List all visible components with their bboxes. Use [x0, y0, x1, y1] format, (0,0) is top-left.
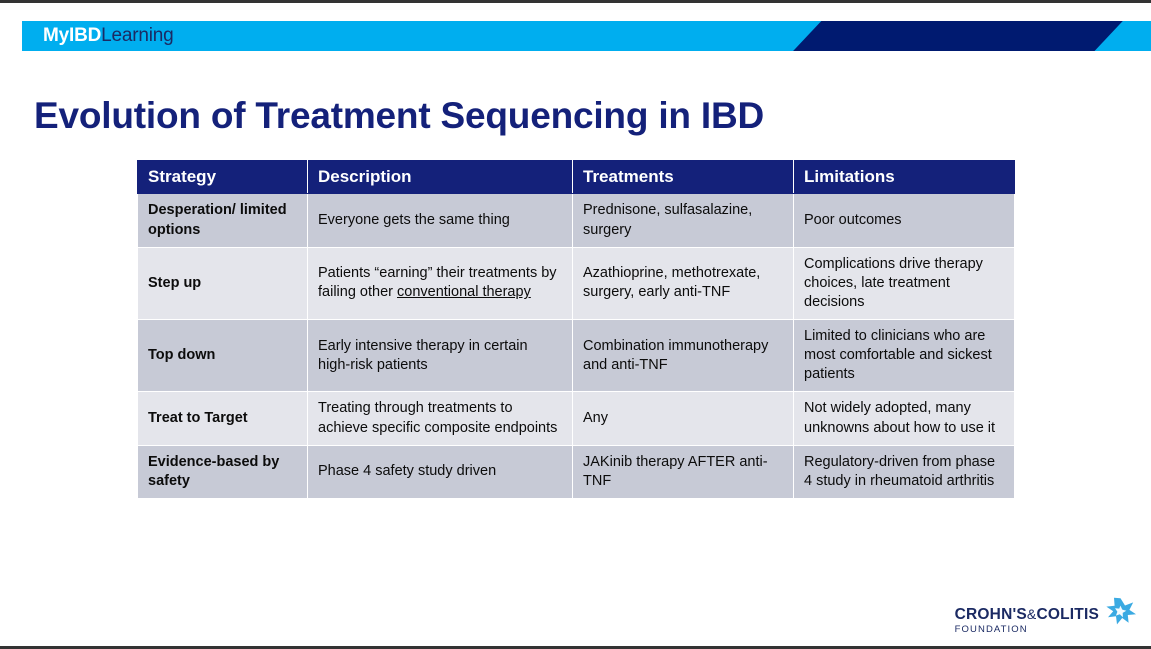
- cell-treatments: Combination immunotherapy and anti-TNF: [572, 319, 794, 393]
- logo-primary-line: CROHN'S&COLITIS: [955, 607, 1099, 623]
- cell-description-text: Patients “earning” their treatments by f…: [318, 265, 557, 301]
- cell-description: Treating through treatments to achieve s…: [307, 391, 573, 446]
- cell-limitations: Regulatory-driven from phase 4 study in …: [793, 444, 1015, 499]
- column-header-treatments: Treatments: [572, 159, 794, 195]
- column-header-strategy: Strategy: [137, 159, 308, 195]
- crohns-colitis-foundation-logo: CROHN'S&COLITIS FOUNDATION: [955, 597, 1137, 634]
- cell-limitations: Complications drive therapy choices, lat…: [793, 246, 1015, 321]
- cell-treatments: Azathioprine, methotrexate, surgery, ear…: [572, 246, 794, 321]
- cell-description: Everyone gets the same thing: [307, 193, 573, 248]
- cell-description: Early intensive therapy in certain high-…: [307, 319, 573, 393]
- brand-ibd-text: IBD: [69, 25, 102, 46]
- cell-limitations: Not widely adopted, many unknowns about …: [793, 391, 1015, 446]
- table-header-row: Strategy Description Treatments Limitati…: [137, 159, 1015, 195]
- column-header-description: Description: [307, 159, 573, 195]
- brand-banner: MyIBDLearning: [22, 21, 1151, 51]
- cell-treatments: Prednisone, sulfasalazine, surgery: [572, 193, 794, 248]
- cell-strategy: Treat to Target: [137, 391, 308, 446]
- cell-strategy: Top down: [137, 319, 308, 393]
- cell-strategy: Step up: [137, 246, 308, 321]
- banner-navy-accent-shape: [793, 21, 1123, 51]
- brand-logotype: MyIBDLearning: [43, 25, 174, 47]
- cell-strategy: Desperation/ limited options: [137, 193, 308, 248]
- column-header-limitations: Limitations: [793, 159, 1015, 195]
- table-row: Desperation/ limited options Everyone ge…: [137, 193, 1015, 248]
- logo-wordmark: CROHN'S&COLITIS FOUNDATION: [955, 607, 1099, 634]
- brand-my-text: My: [43, 25, 69, 46]
- cell-description: Phase 4 safety study driven: [307, 444, 573, 499]
- cell-treatments: Any: [572, 391, 794, 446]
- strategy-comparison-table: Strategy Description Treatments Limitati…: [137, 159, 1015, 499]
- cell-description-underlined-term: conventional therapy: [397, 284, 531, 301]
- page-title: Evolution of Treatment Sequencing in IBD: [34, 95, 764, 136]
- logo-foundation-text: FOUNDATION: [954, 623, 1028, 635]
- table-body: Desperation/ limited options Everyone ge…: [137, 193, 1015, 499]
- cell-limitations: Limited to clinicians who are most comfo…: [793, 319, 1015, 393]
- logo-crohns-text: CROHN'S: [954, 606, 1027, 623]
- brand-learning-text: Learning: [101, 25, 174, 46]
- table-row: Top down Early intensive therapy in cert…: [137, 319, 1015, 393]
- cell-description: Patients “earning” their treatments by f…: [307, 246, 573, 321]
- table-header: Strategy Description Treatments Limitati…: [137, 159, 1015, 195]
- table-row: Treat to Target Treating through treatme…: [137, 391, 1015, 446]
- logo-colitis-text: COLITIS: [1036, 606, 1099, 623]
- table-row: Evidence-based by safety Phase 4 safety …: [137, 444, 1015, 499]
- cell-limitations: Poor outcomes: [793, 193, 1015, 248]
- cell-treatments: JAKinib therapy AFTER anti-TNF: [572, 444, 794, 499]
- table-row: Step up Patients “earning” their treatme…: [137, 246, 1015, 321]
- starburst-icon: [1103, 595, 1137, 632]
- logo-ampersand: &: [1026, 606, 1037, 622]
- cell-strategy: Evidence-based by safety: [137, 444, 308, 499]
